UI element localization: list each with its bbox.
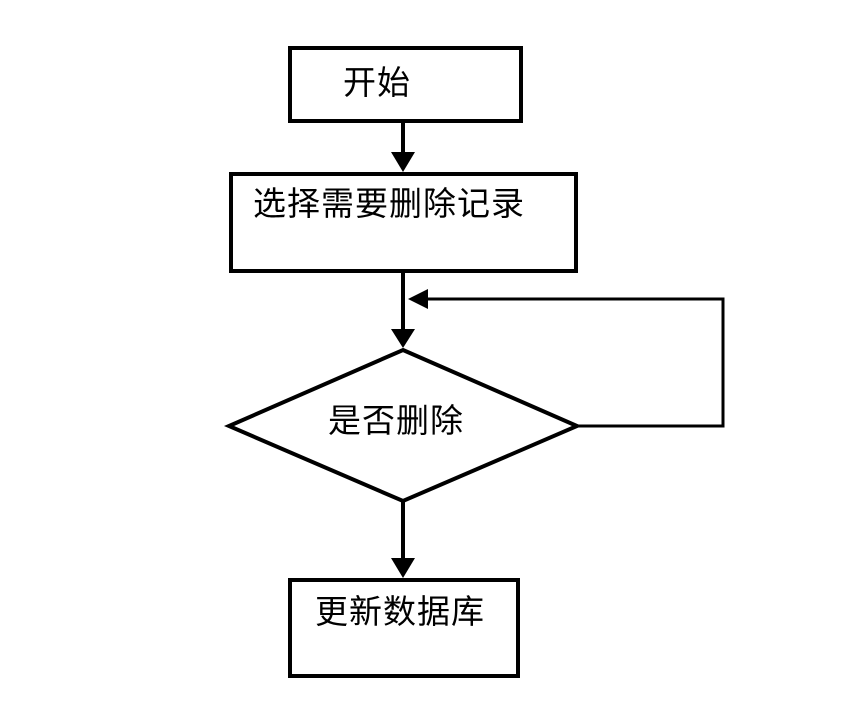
arrow-decision-loop-head xyxy=(408,289,428,309)
arrow-select-to-decision-head xyxy=(391,329,415,348)
arrow-decision-loop-line xyxy=(427,297,725,428)
node-update-database-label: 更新数据库 xyxy=(315,595,485,631)
flowchart-node-update-database: 更新数据库 xyxy=(288,578,520,678)
flowchart-node-start: 开始 xyxy=(288,46,523,123)
arrow-decision-to-update-head xyxy=(391,558,415,578)
decision-diamond-shape xyxy=(223,347,583,504)
node-confirm-delete-label: 是否删除 xyxy=(328,404,464,440)
arrow-start-to-select-head xyxy=(391,152,415,172)
flowchart-node-confirm-delete: 是否删除 xyxy=(296,402,496,442)
node-start-label: 开始 xyxy=(343,66,411,102)
flowchart-node-select-records: 选择需要删除记录 xyxy=(229,172,578,273)
node-select-records-label: 选择需要删除记录 xyxy=(253,187,525,223)
